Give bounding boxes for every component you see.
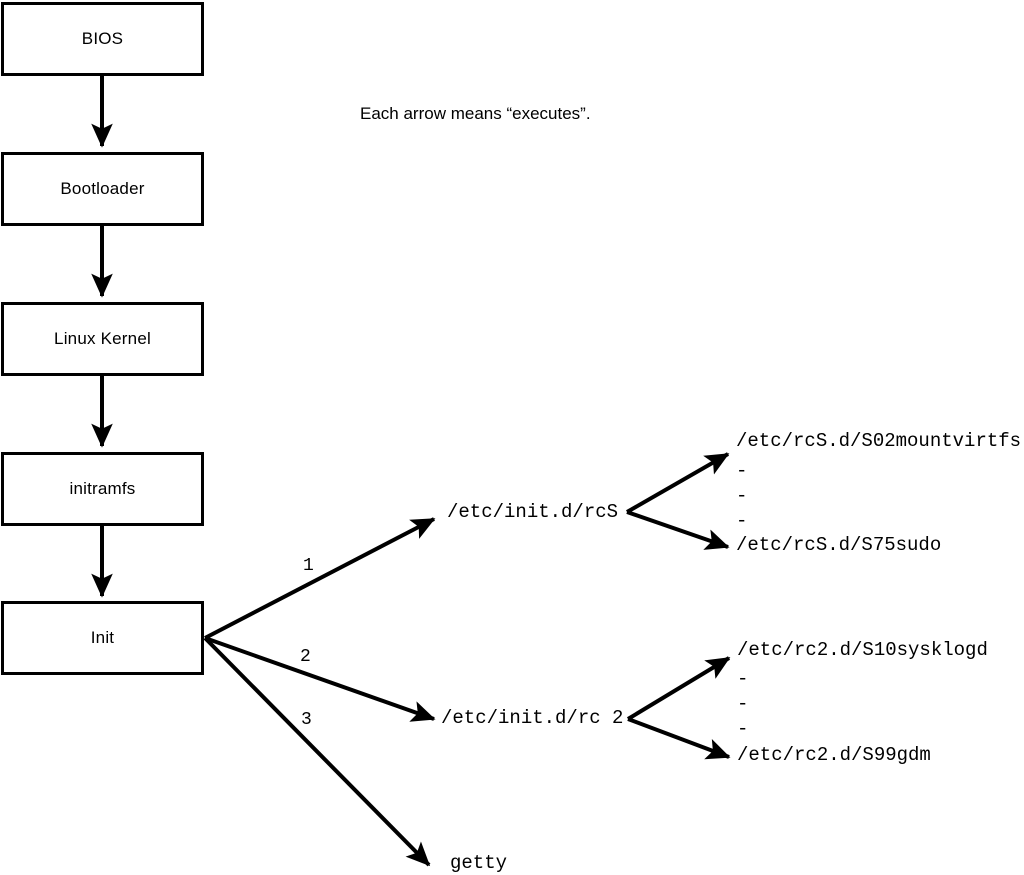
label-rcs-last-script: /etc/rcS.d/S75sudo	[736, 534, 942, 556]
edge-number-1: 1	[303, 556, 314, 576]
arrow-rcs-to-last-script	[626, 510, 730, 550]
edge-number-3: 3	[301, 710, 312, 730]
arrow-init-branch-3	[203, 636, 431, 867]
arrow-rc2-to-last-script	[627, 717, 731, 760]
label-init-d-rc2: /etc/init.d/rc 2	[441, 707, 624, 729]
edge-number-2: 2	[300, 647, 311, 667]
node-bootloader-label: Bootloader	[60, 179, 145, 198]
legend-note: Each arrow means “executes”.	[360, 104, 591, 123]
node-initramfs: initramfs	[1, 452, 204, 526]
node-bios: BIOS	[1, 2, 204, 76]
node-bootloader: Bootloader	[1, 152, 204, 226]
rcs-ellipsis-dash-2: -	[736, 485, 748, 507]
node-linux-kernel-label: Linux Kernel	[54, 329, 151, 348]
rc2-ellipsis-dash-1: -	[737, 668, 749, 690]
label-rc2-first-script: /etc/rc2.d/S10sysklogd	[737, 639, 988, 661]
label-getty: getty	[450, 852, 508, 874]
arrow-rc2-to-first-script	[626, 656, 731, 721]
rc2-ellipsis-dash-2: -	[737, 693, 749, 715]
label-rc2-last-script: /etc/rc2.d/S99gdm	[737, 744, 931, 766]
node-bios-label: BIOS	[81, 29, 124, 48]
rc2-ellipsis-dash-3: -	[737, 718, 749, 740]
label-rcs-first-script: /etc/rcS.d/S02mountvirtfs	[736, 430, 1022, 452]
node-init-label: Init	[90, 628, 115, 647]
node-initramfs-label: initramfs	[69, 479, 136, 498]
node-linux-kernel: Linux Kernel	[1, 302, 204, 376]
label-init-d-rcs: /etc/init.d/rcS	[447, 501, 619, 523]
node-init: Init	[1, 601, 204, 675]
arrow-init-branch-1	[204, 517, 436, 640]
rcs-ellipsis-dash-3: -	[736, 510, 748, 532]
arrow-init-branch-2	[204, 636, 436, 722]
arrow-rcs-to-first-script	[626, 452, 730, 514]
rcs-ellipsis-dash-1: -	[736, 460, 748, 482]
